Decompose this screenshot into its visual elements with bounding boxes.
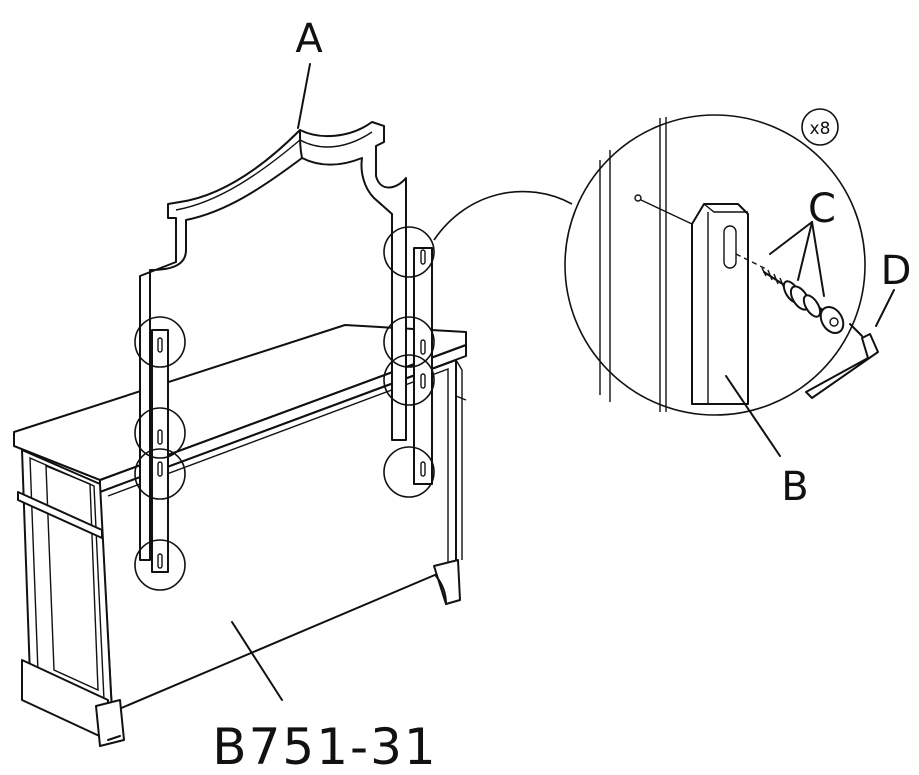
mirror-posts (151, 247, 433, 573)
fastener-circles (134, 226, 435, 591)
label-b: B (781, 464, 808, 510)
quantity-label: x8 (810, 119, 831, 139)
label-c: C (808, 186, 836, 232)
quantity-badge (801, 108, 839, 146)
label-d: D (881, 248, 912, 294)
allen-wrench-icon (805, 289, 895, 399)
model-number: B751-31 (212, 718, 437, 775)
detail-magnifier (433, 114, 866, 416)
dresser-body (13, 324, 467, 747)
post-leader (725, 375, 781, 457)
mirror-frame (139, 121, 407, 561)
post-slots (157, 249, 426, 569)
mirror-leader (297, 63, 311, 129)
bolt-washer-icon (761, 221, 845, 335)
label-a: A (295, 16, 323, 62)
